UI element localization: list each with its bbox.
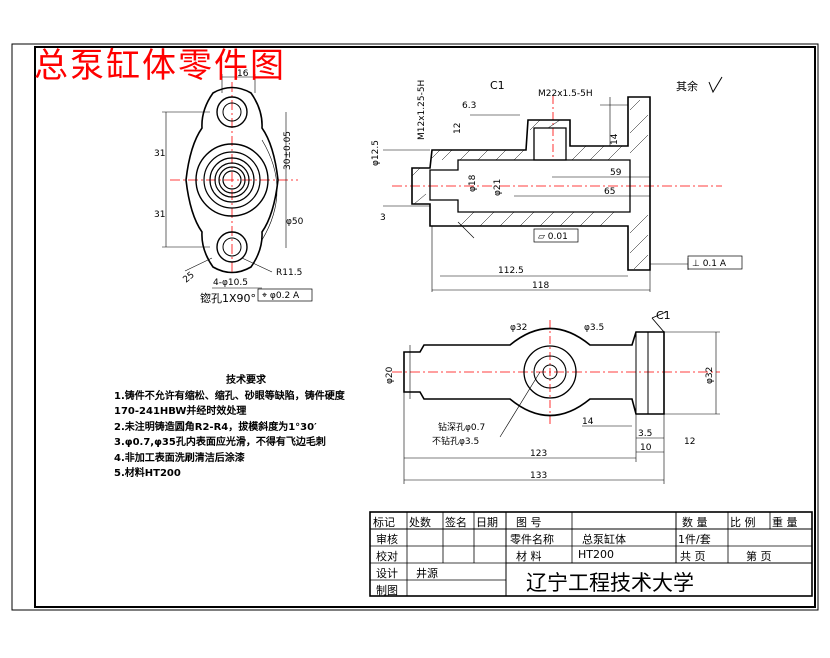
- dim-31-upper: 31: [154, 149, 165, 159]
- tb-count: 处数: [409, 516, 431, 529]
- dim-118: 118: [532, 281, 549, 291]
- dim-14-top: 14: [582, 417, 594, 427]
- tb-mark: 标记: [373, 516, 395, 529]
- drawing-title: 总泵缸体零件图: [34, 46, 286, 86]
- dim-31-lower: 31: [154, 210, 165, 220]
- left-view: [162, 74, 298, 289]
- tb-designer: 井源: [416, 567, 438, 580]
- dim-phi18: φ18: [468, 174, 478, 192]
- outer-frame: [11, 43, 819, 611]
- perpendicularity-frame: [687, 255, 743, 270]
- top-view: [392, 311, 720, 484]
- hole-note-no-drill: 不钻孔φ3.5: [432, 435, 479, 447]
- dim-phi32-top: φ32: [510, 323, 527, 333]
- dim-25: 25: [182, 270, 197, 285]
- other-roughness-note: 其余: [676, 79, 698, 93]
- countersink-note: 锪孔1X90°: [200, 292, 256, 305]
- tb-check: 校对: [376, 550, 398, 563]
- tb-part-name-label: 零件名称: [510, 533, 554, 546]
- dim-14: 14: [610, 133, 620, 145]
- position-tolerance: ⌖ φ0.2 A: [262, 291, 300, 301]
- dim-phi3-5: φ3.5: [584, 323, 604, 333]
- chamfer-c1: C1: [490, 79, 505, 92]
- tb-draft: 制图: [376, 584, 398, 597]
- tb-qty: 1件/套: [678, 533, 711, 546]
- title-block-grid: [369, 511, 813, 597]
- dim-12-top: 12: [684, 437, 695, 447]
- chamfer-c1-top: C1: [656, 309, 671, 322]
- tb-part-name: 总泵缸体: [582, 533, 626, 546]
- notes-heading: 技术要求: [226, 375, 266, 386]
- note-item: 4.非加工表面洗刷清洁后涂漆: [114, 452, 245, 464]
- flatness-tolerance: ⏥ 0.01: [538, 232, 568, 242]
- tb-weight: 重 量: [772, 516, 798, 529]
- dim-59: 59: [610, 168, 622, 178]
- dim-3-5: 3.5: [638, 429, 652, 439]
- dim-16: 16: [237, 69, 249, 79]
- dim-10: 10: [640, 443, 652, 453]
- tb-review: 审核: [376, 533, 398, 546]
- dim-phi50: φ50: [286, 217, 304, 227]
- dim-65: 65: [604, 187, 615, 197]
- title-block: 标记 处数 签名 日期 图 号 数 量 比 例 重 量 审核 零件名称 总泵缸体…: [370, 512, 812, 597]
- tb-total-pages: 共 页: [680, 550, 706, 563]
- dim-12: 12: [453, 123, 463, 134]
- tb-quantity: 数 量: [682, 516, 708, 529]
- technical-requirements: 技术要求 1.铸件不允许有缩松、缩孔、砂眼等缺陷，铸件硬度 170-241HBW…: [114, 373, 345, 482]
- dim-phi21: φ21: [493, 179, 503, 196]
- tb-drawing-no: 图 号: [516, 516, 542, 529]
- dim-112-5: 112.5: [498, 266, 524, 276]
- note-item: 170-241HBW并经时效处理: [114, 406, 247, 417]
- position-tolerance-frame: [257, 288, 313, 302]
- front-section-view: [383, 96, 722, 292]
- perpendicularity-tolerance: ⊥ 0.1 A: [692, 259, 727, 269]
- dim-r11-5: R11.5: [276, 268, 302, 278]
- roughness-symbol-icon: [708, 76, 723, 94]
- tb-date: 日期: [476, 516, 498, 529]
- thread-m22: M22x1.5-5H: [538, 89, 593, 99]
- tb-sign: 签名: [445, 516, 467, 529]
- inner-frame: [34, 46, 816, 608]
- flatness-frame: [533, 228, 579, 243]
- note-item: 2.未注明铸造圆角R2-R4，拔模斜度为1°30′: [114, 421, 317, 433]
- note-item: 3.φ0.7,φ35孔内表面应光滑，不得有飞边毛刺: [114, 437, 326, 448]
- dim-3: 3: [380, 213, 386, 223]
- tb-material-label: 材 料: [516, 550, 542, 563]
- note-item: 1.铸件不允许有缩松、缩孔、砂眼等缺陷，铸件硬度: [114, 390, 345, 402]
- dim-133: 133: [530, 471, 547, 481]
- dim-30: 30±0.05: [283, 131, 293, 170]
- dim-phi32-side: φ32: [705, 367, 715, 384]
- roughness-6-3: 6.3: [462, 101, 476, 111]
- dim-phi20: φ20: [385, 366, 395, 384]
- dim-phi12-5: φ12.5: [371, 140, 381, 166]
- dim-4-phi10-5: 4-φ10.5: [213, 278, 248, 288]
- tb-page-no: 第 页: [746, 550, 772, 563]
- thread-m12: M12x1.25-5H: [417, 80, 427, 140]
- tb-design: 设计: [376, 567, 398, 580]
- tb-material: HT200: [578, 548, 614, 561]
- tb-school: 辽宁工程技术大学: [526, 571, 694, 595]
- hole-note-deep: 钻深孔φ0.7: [438, 421, 485, 433]
- note-item: 5.材料HT200: [114, 468, 181, 479]
- dim-123: 123: [530, 449, 547, 459]
- tb-scale: 比 例: [730, 516, 756, 529]
